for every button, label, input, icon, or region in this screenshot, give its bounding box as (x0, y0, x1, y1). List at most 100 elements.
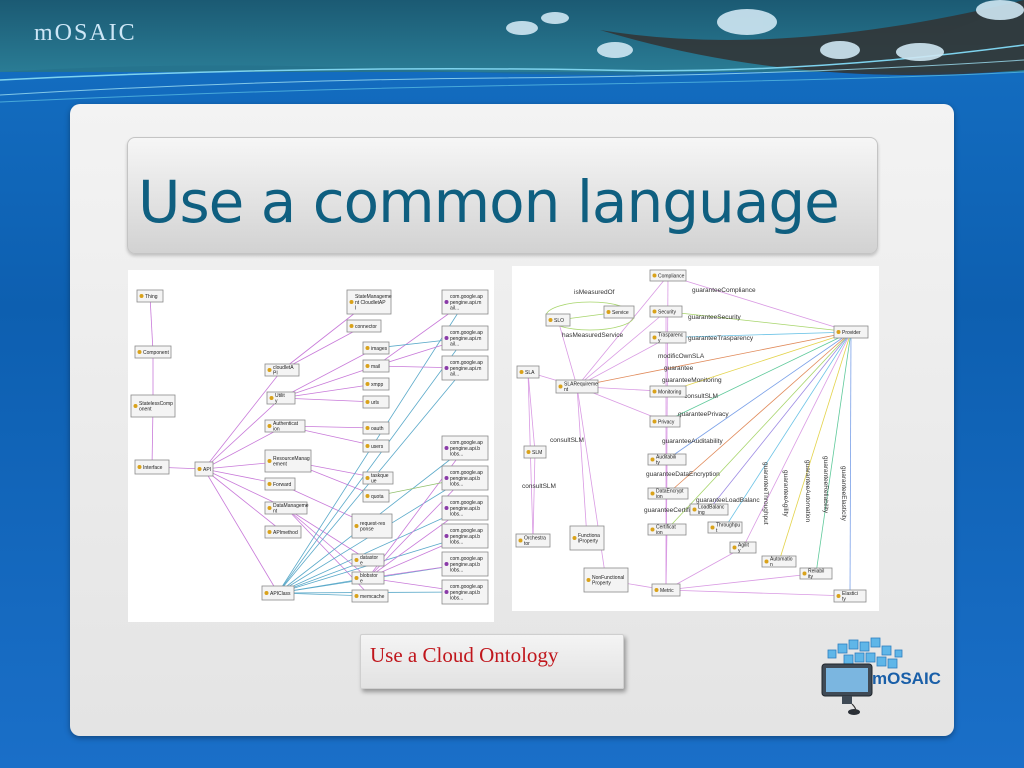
graph-edge (277, 337, 466, 594)
edge-label: hasMeasuredService (562, 332, 623, 339)
graph-edge (203, 397, 282, 470)
graph-node-label: Provider (842, 330, 861, 336)
graph-edge (664, 331, 852, 422)
edge-label: guaranteeDataEncryption (646, 471, 720, 478)
edge-label: guarantee (664, 365, 694, 372)
mosaic-logo-icon (821, 637, 903, 715)
graph-edge (576, 386, 607, 581)
graph-node-label: oauth (371, 426, 384, 432)
title-box (127, 137, 878, 254)
caption-text: Use a Cloud Ontology (370, 643, 559, 667)
graph-edge (576, 386, 588, 539)
edge-label: guaranteeMonitoring (662, 377, 722, 384)
edge-label: guaranteeAutomation (804, 460, 811, 523)
edge-label: guaranteeElasticity (840, 466, 847, 522)
edge-label: guaranteeAuditability (662, 438, 723, 445)
graph-node-label: quota (371, 494, 384, 500)
graph-edge (708, 331, 852, 510)
graph-node-label: images (371, 346, 388, 352)
edge-label: guaranteeCompliance (692, 287, 756, 294)
graph-node-api: API (194, 461, 214, 477)
graph-edge (665, 529, 668, 591)
graph-node-forward: Forward (264, 477, 296, 491)
graph-node-label: Monitoring (658, 389, 682, 395)
graph-node-security: Security (649, 305, 683, 318)
graph-edge (280, 397, 377, 403)
graph-node-privacy: Privacy (649, 415, 681, 428)
graph-edge (203, 369, 283, 470)
graph-node-slo: SLO (545, 313, 571, 327)
graph-node-quota: quota (362, 489, 390, 503)
graph-edge-labels: isMeasuredOf hasMeasuredService guaranteeC… (522, 287, 847, 525)
graph-node-label: SLM (532, 450, 542, 456)
graph-edge (666, 331, 852, 460)
graph-node-label: urls (371, 400, 380, 406)
graph-edge (815, 331, 852, 574)
edge-label: guaranteeThroughput (762, 462, 769, 525)
graph-edge (557, 319, 578, 387)
graph-node-connector: connector (346, 319, 382, 333)
graph-node-label: Component (143, 350, 169, 356)
brand-logo-text: mOSAIC (34, 20, 137, 46)
graph-edge (532, 451, 536, 541)
graph-node-label: mail (371, 364, 380, 370)
graph-node-label: Thing (145, 294, 158, 300)
graph-node-users: users (362, 439, 390, 453)
graph-node-label: Interface (143, 465, 163, 471)
graph-node-label: memcache (360, 594, 385, 600)
header-wave-band (0, 0, 1024, 103)
graph-edge (280, 365, 377, 399)
graph-node-label: users (371, 444, 384, 450)
graph-edge (203, 468, 279, 594)
graph-edge (576, 311, 667, 387)
graph-node-label: Metric (660, 588, 674, 594)
graph-node-provider: Provider (833, 325, 869, 339)
graph-node-label: SLO (554, 318, 564, 324)
edge-label: isMeasuredOf (574, 289, 615, 296)
graph-edges (149, 295, 466, 597)
graph-edge (778, 331, 852, 562)
graph-edge (203, 425, 286, 470)
graph-edge (665, 311, 852, 333)
